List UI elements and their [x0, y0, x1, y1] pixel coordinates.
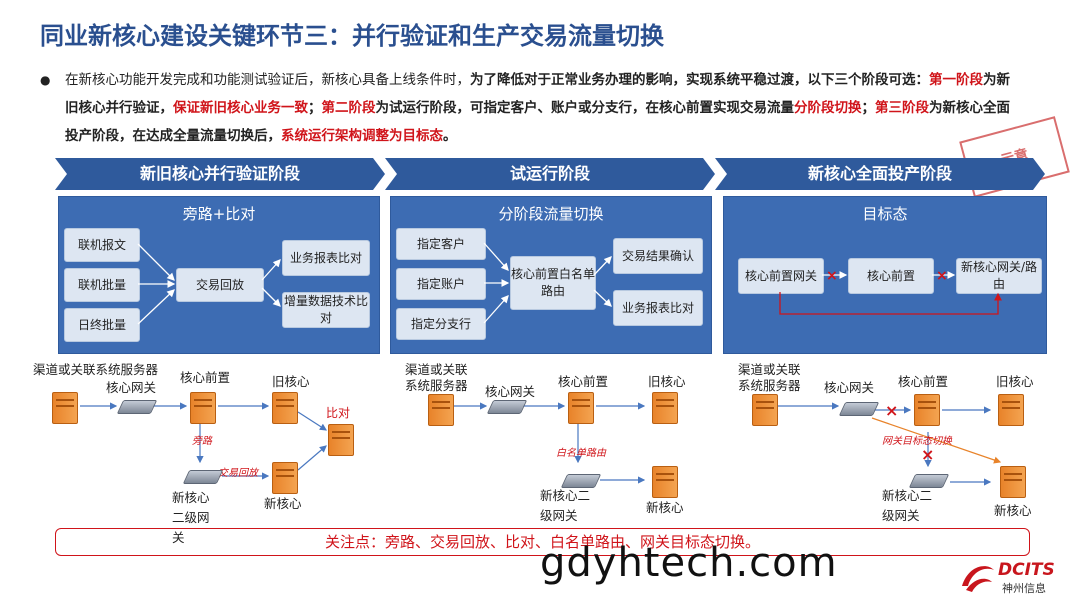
compare-server-icon — [328, 424, 354, 456]
new-core-label-1: 新核心 — [264, 496, 302, 511]
gateway-switch-icon — [838, 402, 880, 416]
front-server-icon — [568, 392, 594, 424]
bullet-icon: ● — [40, 73, 51, 87]
gateway-switch-icon — [486, 400, 528, 414]
channel-label-3: 渠道或关联系统服务器 — [738, 362, 801, 393]
phase2-panel-title: 分阶段流量切换 — [498, 205, 604, 223]
phase3-panel-title: 目标态 — [862, 205, 908, 223]
new-core-server-icon — [272, 462, 298, 494]
gateway-label-1: 核心网关 — [106, 380, 157, 395]
front-server-icon — [190, 392, 216, 424]
phase1-banner-label: 新旧核心并行验证阶段 — [139, 164, 300, 183]
new-core-server-icon — [1000, 466, 1026, 498]
gateway-label-3: 核心网关 — [824, 380, 875, 395]
new-gateway-label-1: 新核心二级网关 — [172, 490, 210, 545]
eod-batch-box: 日终批量 — [64, 308, 140, 342]
intro-paragraph: ● 在新核心功能开发完成和功能测试验证后，新核心具备上线条件时，为了降低对于正常… — [40, 66, 1015, 150]
new-gateway-router-box: 新核心网关/路由 — [956, 258, 1042, 294]
gateway-switch-target-label: 网关目标态切换 — [882, 436, 952, 447]
intro-phase2: 第二阶段 — [321, 100, 376, 116]
specified-account-box: 指定账户 — [396, 268, 486, 300]
old-core-label-1: 旧核心 — [272, 374, 310, 389]
intro-text-bold: 为试运行阶段，可指定客户、账户或分支行，在核心前置实现交易流量 — [375, 100, 795, 116]
front-label-2: 核心前置 — [558, 374, 609, 389]
phase2-banner: 试运行阶段 — [385, 158, 715, 190]
logo-mark-icon — [962, 566, 994, 592]
intro-text: 在新核心功能开发完成和功能测试验证后，新核心具备上线条件时， — [65, 72, 470, 88]
new-core-label-3: 新核心 — [994, 503, 1032, 518]
intro-phase1: 第一阶段 — [929, 72, 983, 88]
intro-sep: ； — [861, 100, 876, 116]
txn-confirm-box: 交易结果确认 — [613, 238, 703, 274]
new-gateway-switch-icon — [182, 470, 224, 484]
watermark: gdyhtech.com — [540, 540, 838, 586]
new-core-label-2: 新核心 — [646, 500, 684, 515]
phase2-banner-label: 试运行阶段 — [509, 164, 590, 183]
intro-text-bold: 为新核心全面投产阶段，在达成全量流量切换后， — [65, 100, 1010, 144]
incremental-compare-box: 增量数据技术比对 — [282, 292, 370, 328]
page-title: 同业新核心建设关键环节三：并行验证和生产交易流量切换 — [40, 22, 664, 50]
gateway-label-2: 核心网关 — [485, 384, 536, 399]
old-core-server-icon — [998, 394, 1024, 426]
svg-text:×: × — [826, 268, 838, 284]
front-box: 核心前置 — [848, 258, 934, 294]
report-compare-box-2: 业务报表比对 — [613, 290, 703, 326]
compare-label: 比对 — [326, 406, 351, 420]
channel-label-2: 渠道或关联系统服务器 — [405, 362, 468, 393]
gateway-switch-icon — [116, 400, 158, 414]
logo-cn: 神州信息 — [1002, 582, 1046, 595]
new-gateway-label-3: 新核心二级网关 — [882, 488, 933, 523]
bypass-label: 旁路 — [192, 436, 212, 447]
front-gateway-box: 核心前置网关 — [738, 258, 824, 294]
replay-box: 交易回放 — [176, 268, 264, 302]
phase3-banner-label: 新核心全面投产阶段 — [807, 164, 952, 183]
old-core-server-icon — [272, 392, 298, 424]
front-label-3: 核心前置 — [898, 374, 949, 389]
intro-text-bold: 为了降低对于正常业务办理的影响，实现系统平稳过渡，以下三个阶段可选： — [470, 72, 929, 88]
logo-brand: DCITS — [998, 560, 1055, 580]
intro-sep: ； — [308, 100, 322, 116]
channel-server-icon — [428, 394, 454, 426]
intro-highlight: 分阶段切换 — [794, 100, 862, 116]
company-logo: DCITS 神州信息 — [958, 558, 1063, 598]
old-core-server-icon — [652, 392, 678, 424]
intro-sep: 。 — [443, 128, 457, 144]
phase1-panel-title: 旁路+比对 — [182, 205, 256, 223]
old-core-label-3: 旧核心 — [996, 374, 1034, 389]
whitelist-label: 白名单路由 — [556, 448, 606, 459]
intro-highlight: 系统运行架构调整为目标态 — [281, 128, 443, 144]
channel-label-1: 渠道或关联系统服务器 — [33, 362, 159, 377]
online-message-box: 联机报文 — [64, 228, 140, 262]
bottom-note: 关注点：旁路、交易回放、比对、白名单路由、网关目标态切换。 — [55, 528, 1030, 556]
svg-text:×: × — [936, 268, 948, 284]
specified-customer-box: 指定客户 — [396, 228, 486, 260]
front-label-1: 核心前置 — [180, 370, 231, 385]
whitelist-routing-box: 核心前置白名单路由 — [510, 256, 596, 310]
channel-server-icon — [52, 392, 78, 424]
svg-text:×: × — [885, 401, 898, 420]
phase3-banner: 新核心全面投产阶段 — [715, 158, 1045, 190]
front-server-icon — [914, 394, 940, 426]
new-gateway-label-2: 新核心二级网关 — [540, 488, 591, 523]
phase1-banner: 新旧核心并行验证阶段 — [55, 158, 385, 190]
old-core-label-2: 旧核心 — [648, 374, 686, 389]
new-core-server-icon — [652, 466, 678, 498]
intro-phase3: 第三阶段 — [875, 100, 929, 116]
replay-label: 交易回放 — [218, 468, 258, 479]
intro-text-bold: 为新旧核心并行验证， — [65, 72, 1010, 116]
online-batch-box: 联机批量 — [64, 268, 140, 302]
svg-text:×: × — [921, 445, 934, 464]
specified-branch-box: 指定分支行 — [396, 308, 486, 340]
intro-highlight: 保证新旧核心业务一致 — [173, 100, 308, 116]
report-compare-box: 业务报表比对 — [282, 240, 370, 276]
channel-server-icon — [752, 394, 778, 426]
